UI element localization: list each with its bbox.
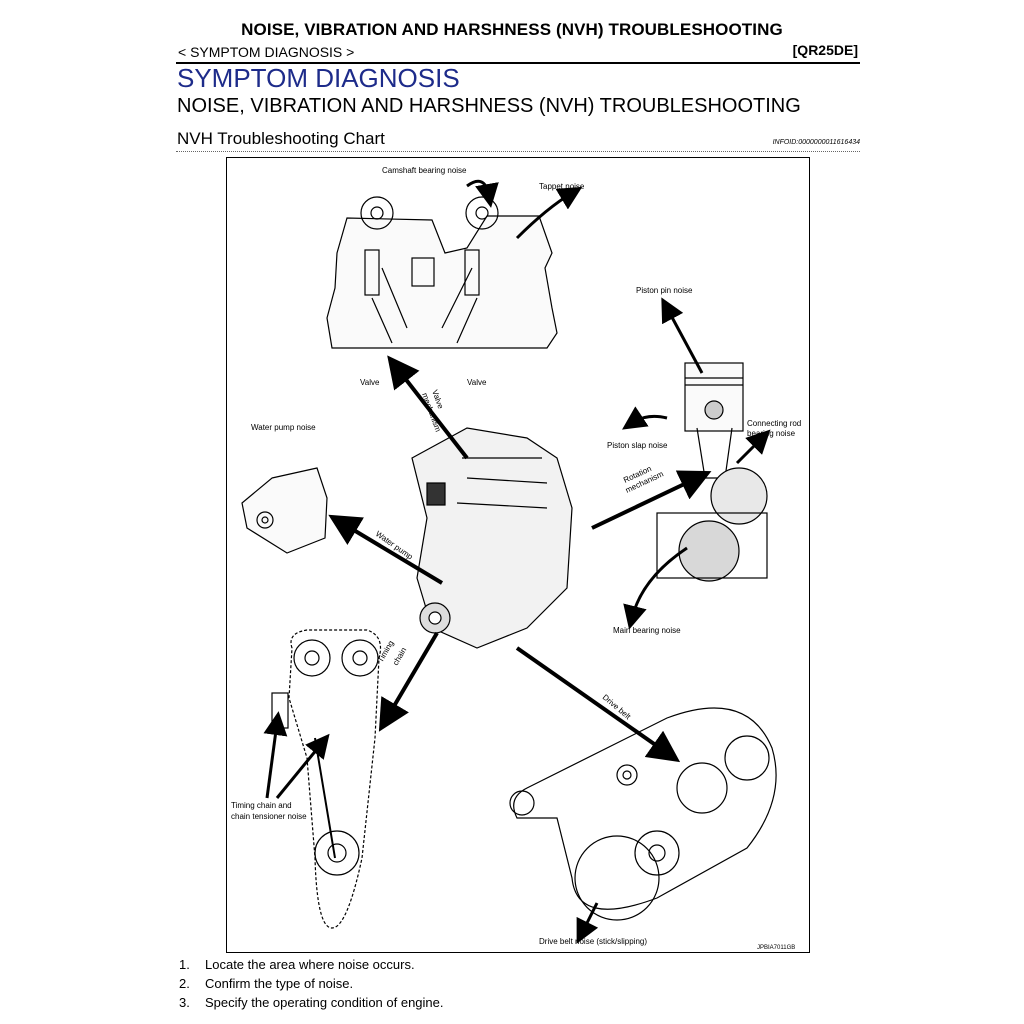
section-title: SYMPTOM DIAGNOSIS [177,63,460,93]
timing-chain-illustration [271,629,382,929]
page-header-title: NOISE, VIBRATION AND HARSHNESS (NVH) TRO… [241,20,783,39]
procedure-steps: 1.Locate the area where noise occurs. 2.… [179,955,444,1012]
arrow-drive-belt [515,646,681,763]
breadcrumb: < SYMPTOM DIAGNOSIS > [178,44,355,60]
arrow-water-pump [328,514,444,585]
label-chain-noise-2: chain tensioner noise [231,812,307,821]
engine-code: [QR25DE] [792,42,858,58]
nvh-diagram: Camshaft bearing noise Tappet noise Valv… [226,157,810,953]
section-subtitle: NOISE, VIBRATION AND HARSHNESS (NVH) TRO… [177,95,801,117]
arrow-main-bearing [623,546,688,630]
figure-id: JPBIA7011GB [757,945,795,951]
label-piston-slap-noise: Piston slap noise [607,441,668,450]
label-main-bearing-noise: Main bearing noise [613,626,681,635]
arrow-tappet [515,186,583,240]
label-conn-rod-2: bearing noise [747,429,796,438]
arrow-camshaft [466,179,499,208]
label-chain-noise-1: Timing chain and [231,801,292,810]
label-camshaft-noise: Camshaft bearing noise [382,166,467,175]
label-drive-belt-noise: Drive belt noise (stick/slipping) [539,937,647,946]
arrow-rotation [591,470,712,530]
cylinder-head-illustration [326,196,558,349]
arrow-valve-mechanism [387,355,469,460]
nvh-diagram-drawing: Camshaft bearing noise Tappet noise Valv… [231,166,801,951]
label-tappet-noise: Tappet noise [539,182,585,191]
engine-illustration [411,427,573,649]
label-piston-pin-noise: Piston pin noise [636,286,693,295]
step-item: 2.Confirm the type of noise. [179,976,354,991]
label-conn-rod-1: Connecting rod [747,419,801,428]
piston-illustration [656,362,768,582]
water-pump-illustration [241,467,328,554]
chart-title: NVH Troubleshooting Chart [177,129,385,148]
arrow-timing-chain [378,631,439,732]
label-water-pump-noise: Water pump noise [251,423,316,432]
arrow-piston-slap [622,406,668,430]
arrow-chain-tensioner [263,711,288,799]
step-item: 3.Specify the operating condition of eng… [179,995,444,1010]
drive-belt-illustration [509,707,777,921]
arrow-conn-rod [735,429,771,465]
title-divider [176,151,860,152]
step-item: 1.Locate the area where noise occurs. [179,957,415,972]
arrow-chain-guide [275,733,330,799]
header-divider [176,62,860,64]
arrow-drive-belt-noise [576,902,599,944]
label-valve-left: Valve [360,378,380,387]
arrow-piston-pin [661,297,704,374]
label-valve-right: Valve [467,378,487,387]
info-id: INFOID:0000000011616434 [772,139,860,146]
label-timing-2: chain [391,646,408,667]
